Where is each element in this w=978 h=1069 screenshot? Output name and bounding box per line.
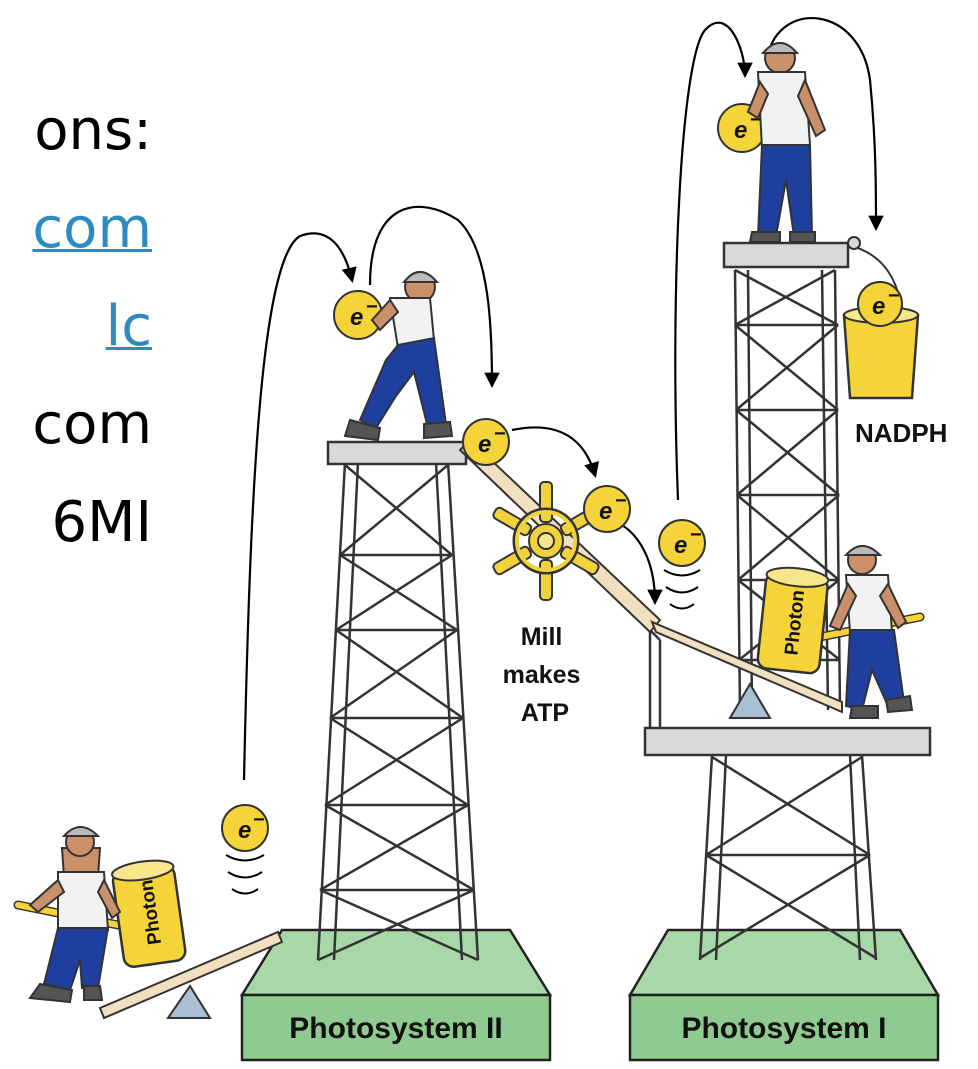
tower-i-mid-platform <box>643 726 932 757</box>
svg-text:−: − <box>888 285 900 307</box>
arrow-mill-to-seesaw <box>621 524 663 606</box>
mill-wheel <box>492 481 600 601</box>
seesaw-fulcrum-lower <box>166 984 212 1019</box>
electron-ramp: e − <box>462 418 510 466</box>
text-line: 6MI <box>51 490 152 555</box>
photosystem-i-base: Photosystem I <box>627 928 941 1062</box>
worker-tower-i-mid <box>828 545 914 719</box>
photosystem-ii-label: Photosystem II <box>289 1012 502 1045</box>
svg-text:e: e <box>872 293 885 320</box>
text-line: com <box>32 392 152 457</box>
text-line: ons: <box>34 98 152 163</box>
seesaw-fulcrum-upper <box>728 682 772 719</box>
seesaw-lower <box>98 930 284 1020</box>
electron-tower-ii: e − <box>333 290 383 340</box>
svg-text:−: − <box>690 524 702 546</box>
tower-ii-platform <box>326 440 468 466</box>
svg-text:e: e <box>478 431 491 458</box>
svg-text:e: e <box>599 498 612 525</box>
arrow-ground-to-tower-ii <box>242 232 357 781</box>
tower-i-top-platform <box>722 241 850 269</box>
nadph-label: NADPH <box>855 418 947 448</box>
tower-ii <box>316 461 480 962</box>
photon-hammer-lower: Photon <box>13 859 187 968</box>
svg-text:−: − <box>750 109 762 131</box>
svg-text:e: e <box>238 817 251 844</box>
svg-text:−: − <box>366 296 378 318</box>
arrow-seesaw-to-tower-i <box>674 21 753 501</box>
photosystem-i-label: Photosystem I <box>681 1012 886 1045</box>
arrow-ramp-to-mill <box>511 426 600 478</box>
mill-label: Mill makes ATP <box>503 623 588 727</box>
svg-text:e: e <box>350 304 363 331</box>
electron-rising-tower-i: e − <box>658 519 706 567</box>
slide-text-fragment: ons: com lc com 6MI <box>0 0 160 600</box>
electron-path-arrows <box>242 17 884 781</box>
electron-bucket: e − <box>857 281 903 327</box>
svg-text:−: − <box>494 423 506 445</box>
hyperlink-text[interactable]: com <box>32 196 152 261</box>
svg-text:−: − <box>253 809 265 831</box>
tower-i-railing <box>648 629 662 728</box>
worker-tower-ii <box>343 271 454 442</box>
worker-lower-left <box>28 826 122 1004</box>
arrow-tower-ii-to-ramp <box>368 205 500 389</box>
hyperlink-text[interactable]: lc <box>105 294 152 359</box>
seesaw-upper <box>650 620 843 714</box>
worker-tower-i-top <box>746 42 827 243</box>
photosystem-ii-base: Photosystem II <box>239 928 553 1062</box>
svg-text:e: e <box>734 117 747 144</box>
bounce-marks <box>225 569 701 895</box>
arrow-tower-i-to-bucket <box>766 17 884 232</box>
svg-text:−: − <box>615 490 627 512</box>
tower-i <box>698 268 878 961</box>
svg-text:e: e <box>674 532 687 559</box>
electron-mill: e − <box>583 485 631 533</box>
electron-ground: e − <box>221 804 269 852</box>
